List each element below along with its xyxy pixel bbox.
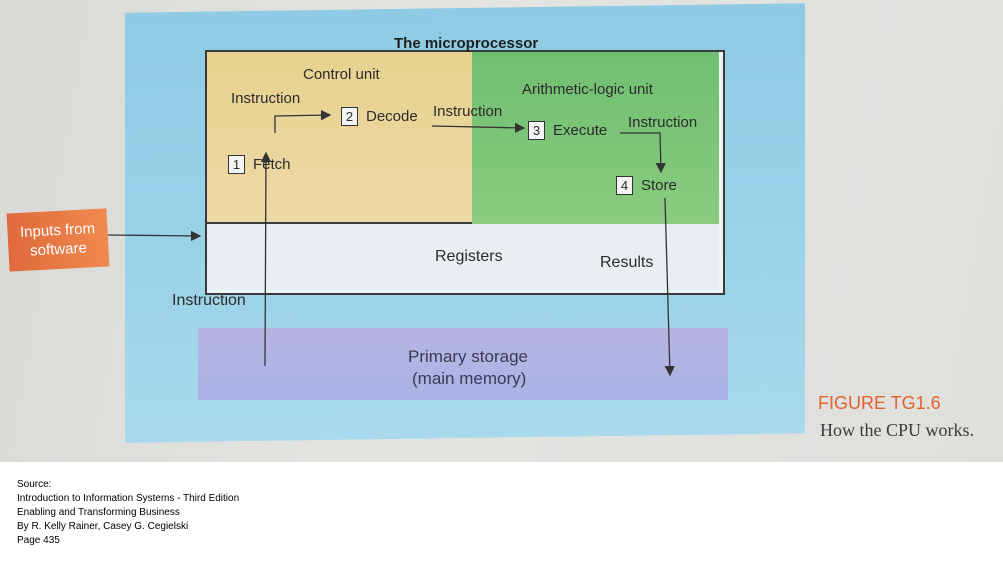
flow-arrows <box>107 109 675 377</box>
inputs-label: Inputs from software <box>19 220 96 260</box>
step-store: 4 Store <box>616 176 677 195</box>
arrow-storage-to-fetch <box>260 151 272 367</box>
figure-number: FIGURE TG1.6 <box>818 393 941 413</box>
source-line: Page 435 <box>17 535 60 546</box>
step-label: Execute <box>553 122 608 139</box>
source-heading: Source: <box>17 479 52 490</box>
primary-storage-box <box>198 328 728 400</box>
step-number: 3 <box>528 121 545 140</box>
figure-caption: How the CPU works. <box>820 420 975 440</box>
source-line: Introduction to Information Systems - Th… <box>17 493 240 504</box>
step-fetch: 1 Fetch <box>228 155 291 174</box>
arrow-fetch-to-decode <box>274 109 332 133</box>
step-decode: 2 Decode <box>341 107 418 126</box>
step-label: Store <box>641 177 677 194</box>
microprocessor-title: The microprocessor <box>394 35 539 52</box>
main-memory-label: (main memory) <box>412 369 527 388</box>
instruction-label-left: Instruction <box>172 292 246 309</box>
alu-region <box>472 52 719 226</box>
step-number: 1 <box>228 155 245 174</box>
source-line: Enabling and Transforming Business <box>17 507 180 518</box>
inputs-from-software-box: Inputs from software <box>6 208 110 272</box>
arrow-store-to-storage <box>664 197 675 377</box>
primary-storage-label: Primary storage <box>408 347 528 366</box>
step-execute: 3 Execute <box>528 121 607 140</box>
registers-label: Registers <box>435 248 503 265</box>
source-line: By R. Kelly Rainer, Casey G. Cegielski <box>17 521 189 532</box>
arrow-execute-to-store <box>620 132 666 174</box>
instruction-label-alu: Instruction <box>628 114 698 131</box>
control-unit-label: Control unit <box>303 66 380 83</box>
step-label: Decode <box>366 108 418 125</box>
step-number: 4 <box>616 176 633 195</box>
source-citation: Source: Introduction to Information Syst… <box>17 478 239 548</box>
alu-label: Arithmetic-logic unit <box>522 81 653 98</box>
arrow-inputs-to-registers <box>107 230 202 242</box>
instruction-label-mid: Instruction <box>433 103 503 120</box>
registers-band <box>207 224 719 290</box>
results-label: Results <box>600 254 654 271</box>
instruction-label-cu: Instruction <box>231 90 301 107</box>
arrow-decode-to-execute <box>431 122 526 134</box>
step-label: Fetch <box>253 156 291 173</box>
step-number: 2 <box>341 107 358 126</box>
control-unit-region <box>207 52 474 224</box>
